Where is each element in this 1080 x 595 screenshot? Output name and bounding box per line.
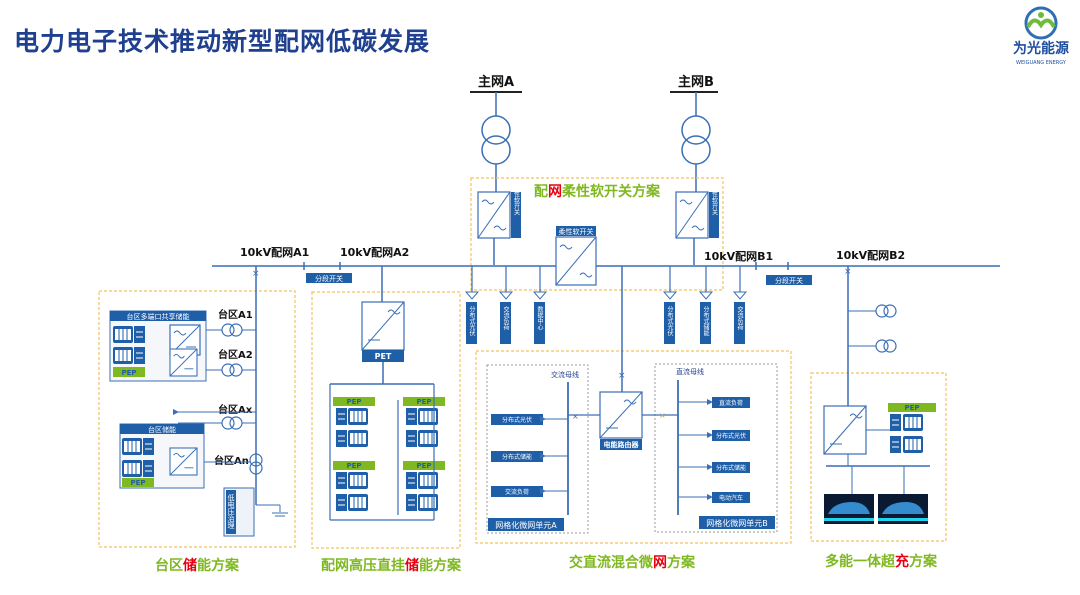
svg-text:交流负荷: 交流负荷 — [502, 305, 509, 331]
svg-text:分布式光伏: 分布式光伏 — [502, 416, 532, 424]
charging-transformers — [875, 304, 897, 353]
dc-item-ev: 电动汽车 — [678, 492, 750, 503]
svg-text:分布式储能: 分布式储能 — [702, 305, 709, 337]
svg-text:PEP: PEP — [121, 369, 136, 377]
microgrid-b-box — [654, 363, 778, 533]
charging-pep: PEP — [888, 403, 936, 454]
caption-charging: 多能一体超充方案 — [825, 553, 938, 570]
microgrid-scheme-box — [475, 350, 792, 544]
feeder-b-1: 分布式光伏 — [662, 266, 678, 344]
svg-text:分布式光伏: 分布式光伏 — [666, 305, 673, 337]
svg-text:交流负荷: 交流负荷 — [736, 305, 743, 331]
svg-text:分布式储能: 分布式储能 — [716, 464, 746, 472]
feeder-b-2: 分布式储能 — [698, 266, 714, 344]
transformer-b-icon — [681, 115, 711, 165]
feeder-a-2: 交流负荷 — [498, 266, 514, 344]
logo-subtext: WEIGUANG ENERGY — [1016, 60, 1067, 66]
charging-scheme-box — [810, 372, 947, 542]
dc-item-storage: 分布式储能 — [678, 462, 750, 473]
ac-item-pv: 分布式光伏 — [491, 414, 568, 425]
flex-switch-a-converter-icon — [477, 191, 511, 239]
svg-text:PEP: PEP — [130, 479, 145, 487]
svg-text:PEP: PEP — [416, 398, 431, 406]
area-a2-label: 台区A2 — [218, 348, 253, 361]
bus-a2-label: 10kV配网A2 — [340, 245, 409, 259]
pep-stack-1: PEP — [333, 397, 375, 448]
pep-stack-2: PEP — [403, 397, 445, 448]
svg-text:分布式光伏: 分布式光伏 — [716, 432, 746, 440]
svg-text:PEP: PEP — [416, 462, 431, 470]
electric-car-icon — [878, 494, 928, 524]
svg-text:×: × — [844, 267, 852, 277]
svg-text:分布式储能: 分布式储能 — [502, 453, 532, 461]
microgrid-b-label: 网格化微网单元B — [706, 518, 768, 528]
svg-text:×: × — [572, 412, 579, 421]
area-a1-label: 台区A1 — [218, 308, 253, 321]
bus-b2-label: 10kV配网B2 — [836, 248, 905, 262]
company-logo: 为光能源 WEIGUANG ENERGY — [1013, 6, 1069, 66]
svg-text:电动汽车: 电动汽车 — [719, 494, 743, 502]
shared-storage-label: 台区多端口共享储能 — [127, 312, 190, 321]
sectional-switch-a-label: 分段开关 — [315, 274, 343, 283]
caption-area-storage: 台区储能方案 — [155, 557, 240, 574]
svg-text:×: × — [659, 411, 666, 420]
area-storage-scheme-box — [98, 290, 296, 548]
flex-switch-scheme-label: 配网柔性软开关方案 — [534, 183, 661, 200]
area-ax-label: 台区Ax — [218, 403, 253, 416]
svg-text:×: × — [252, 269, 260, 279]
flex-switch-b-label: 柔性软开关 — [711, 184, 718, 216]
ac-item-storage: 分布式储能 — [491, 451, 568, 462]
electric-car-icon — [824, 494, 874, 524]
pet-converter-icon — [361, 301, 405, 351]
ac-item-load: 交流负荷 — [491, 486, 568, 497]
svg-text:×: × — [618, 371, 626, 381]
main-grid-b-label: 主网B — [678, 74, 714, 90]
bus-b1-label: 10kV配网B1 — [704, 249, 773, 263]
svg-text:数据中心: 数据中心 — [536, 305, 543, 330]
feeder-a-1: 分布式光伏 — [464, 266, 480, 344]
svg-text:分布式光伏: 分布式光伏 — [468, 305, 475, 337]
pep-stack-3: PEP — [333, 461, 375, 512]
area-an-label: 台区An — [214, 454, 249, 467]
ac-bus-label: 交流母线 — [551, 370, 579, 379]
flex-switch-b-converter-icon — [675, 191, 709, 239]
dc-bus-label: 直流母线 — [676, 367, 704, 376]
pep-stack-4: PEP — [403, 461, 445, 512]
svg-text:PEP: PEP — [904, 404, 919, 412]
svg-text:PEP: PEP — [346, 462, 361, 470]
energy-router-label: 电能路由器 — [604, 440, 640, 449]
low-voltage-treatment-label: 低电压治理 — [227, 493, 235, 529]
logo-text: 为光能源 — [1013, 40, 1069, 57]
charging-converter-icon — [823, 405, 867, 455]
center-flex-switch-label: 柔性软开关 — [559, 227, 594, 236]
caption-hv-storage: 配网高压直挂储能方案 — [321, 557, 462, 574]
feeder-b-3: 交流负荷 — [732, 266, 748, 344]
transformer-a-icon — [481, 115, 511, 165]
svg-text:直流负荷: 直流负荷 — [719, 399, 743, 407]
page-title: 电力电子技术推动新型配网低碳发展 — [14, 27, 431, 56]
bus-a1-label: 10kV配网A1 — [240, 245, 309, 259]
microgrid-a-label: 网格化微网单元A — [495, 520, 557, 530]
flex-switch-a-label: 柔性软开关 — [513, 184, 520, 216]
main-grid-a-label: 主网A — [478, 74, 514, 90]
svg-text:交流负荷: 交流负荷 — [505, 488, 529, 496]
flex-switch-scheme-box — [470, 177, 724, 291]
hv-storage-scheme-box — [311, 291, 461, 549]
sectional-switch-b-label: 分段开关 — [775, 276, 803, 285]
dc-item-load: 直流负荷 — [678, 397, 750, 408]
logo-icon — [1024, 6, 1058, 40]
energy-router-icon — [599, 391, 643, 439]
center-flex-switch-icon — [555, 236, 597, 286]
caption-microgrid: 交直流混合微网方案 — [569, 554, 696, 571]
dc-item-pv: 分布式光伏 — [678, 430, 750, 441]
microgrid-a-box — [486, 364, 589, 534]
feeder-a-3: 数据中心 — [532, 266, 548, 344]
svg-text:PEP: PEP — [346, 398, 361, 406]
pet-label: PET — [375, 352, 392, 361]
area-storage-label: 台区储能 — [148, 425, 176, 434]
